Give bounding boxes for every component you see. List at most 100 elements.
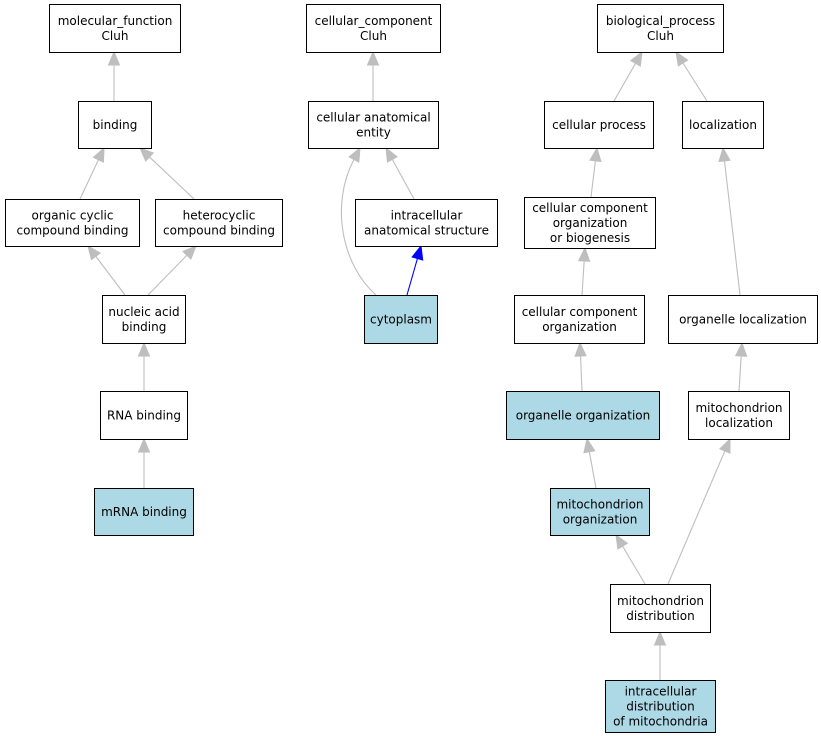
edge-mito_organization-to-organelle_organization	[583, 437, 597, 489]
node-box	[364, 295, 438, 344]
edge-arrowhead	[348, 146, 361, 163]
node-label: organization	[553, 216, 628, 230]
edge-line	[95, 256, 126, 296]
edge-organelle_localization-to-localization	[718, 146, 741, 296]
node-label: distribution	[626, 700, 694, 714]
edge-line	[667, 450, 726, 585]
node-box	[306, 4, 441, 53]
node-box	[155, 199, 283, 247]
node-box	[102, 295, 186, 344]
edge-mito_localization-to-organelle_localization	[734, 341, 748, 392]
edge-nucleic_acid-to-heterocyclic	[147, 245, 197, 296]
node-label: entity	[356, 126, 391, 140]
edge-line	[581, 260, 585, 296]
edge-arrowhead	[675, 50, 689, 67]
edge-cytoplasm-to-intracellular_structure	[406, 244, 424, 296]
edge-mito_distribution-to-mito_organization	[615, 533, 646, 585]
node-label: or biogenesis	[550, 231, 630, 245]
edge-cellular_anatomical-to-cellular_component	[366, 50, 380, 101]
edge-arrowhead	[366, 50, 380, 66]
edge-arrowhead	[87, 244, 102, 261]
edge-nucleic_acid-to-organic_cyclic	[87, 244, 126, 296]
node-label: localization	[689, 118, 757, 132]
node-label: heterocyclic	[183, 209, 256, 223]
edge-mito_distribution-to-mito_localization	[667, 437, 731, 585]
node-box	[94, 488, 194, 536]
node-label: localization	[705, 416, 773, 430]
node-box	[597, 4, 724, 53]
edge-arrowhead	[734, 341, 748, 357]
node-label: cellular process	[552, 118, 646, 132]
node-box	[688, 391, 790, 440]
edge-arrowhead	[107, 50, 121, 66]
edge-arrowhead	[92, 146, 105, 163]
edge-cc_organization-to-cc_org_biogenesis	[577, 246, 591, 296]
node-label: mitochondrion	[695, 401, 782, 415]
node-label: molecular_function	[58, 14, 173, 28]
node-label: distribution	[626, 609, 694, 623]
node-organelle-localization[interactable]: organelle localization	[668, 295, 818, 344]
node-box	[610, 584, 711, 633]
node-box	[100, 391, 188, 440]
edge-binding-to-molecular_function	[107, 50, 121, 101]
edge-rna_binding-to-nucleic_acid	[137, 341, 151, 391]
node-binding[interactable]: binding	[78, 101, 152, 149]
node-box	[5, 199, 140, 247]
node-label: cellular_component	[315, 14, 433, 28]
edge-organelle_organization-to-cc_organization	[574, 341, 587, 392]
edge-line	[340, 159, 377, 296]
node-box	[506, 391, 660, 440]
edge-arrowhead	[583, 437, 596, 454]
edge-line	[738, 355, 742, 392]
node-label: organic cyclic	[32, 209, 114, 223]
node-rna-binding[interactable]: RNA binding	[100, 391, 188, 440]
edge-line	[613, 63, 637, 102]
edge-arrowhead	[718, 437, 731, 454]
edge-arrowhead	[411, 244, 424, 261]
node-label: intracellular	[625, 685, 697, 699]
edge-line	[723, 160, 741, 296]
node-mrna-binding[interactable]: mRNA binding	[94, 488, 194, 536]
node-box	[550, 488, 650, 536]
node-cytoplasm[interactable]: cytoplasm	[364, 295, 438, 344]
node-label: intracellular	[391, 209, 463, 223]
node-label: mitochondrion	[556, 498, 643, 512]
edge-arrowhead	[385, 146, 398, 163]
edge-localization-to-biological_process	[675, 50, 708, 102]
node-label: cellular anatomical	[316, 111, 430, 125]
node-label: anatomical structure	[364, 224, 489, 238]
node-label: mitochondrion	[617, 594, 704, 608]
node-localization[interactable]: localization	[682, 101, 764, 149]
node-label: biological_process	[606, 14, 715, 28]
node-label: organization	[542, 320, 617, 334]
node-label: cellular component	[522, 305, 638, 319]
node-label: mRNA binding	[101, 505, 187, 519]
node-organelle-organization[interactable]: organelle organization	[506, 391, 660, 440]
edge-line	[79, 159, 99, 200]
node-box	[308, 101, 439, 149]
node-cellular-process[interactable]: cellular process	[544, 101, 654, 149]
edge-cellular_process-to-biological_process	[613, 50, 643, 102]
node-label: Cluh	[647, 29, 674, 43]
node-label: of mitochondria	[613, 715, 708, 729]
edge-intracellular_structure-to-cellular_anatomical	[385, 146, 415, 200]
node-label: binding	[122, 320, 167, 334]
edge-arrowhead	[577, 246, 591, 262]
edge-line	[149, 156, 195, 200]
